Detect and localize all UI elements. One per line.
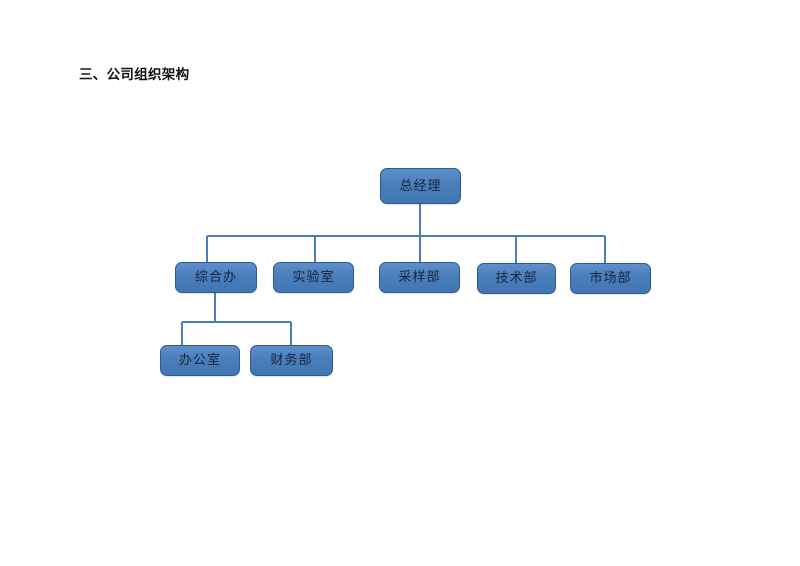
- org-node-label: 市场部: [589, 271, 632, 286]
- org-node-technical-dept[interactable]: 技术部: [477, 263, 556, 294]
- org-node-office[interactable]: 办公室: [160, 345, 240, 376]
- org-node-label: 技术部: [495, 271, 538, 286]
- org-node-label: 办公室: [178, 353, 221, 368]
- org-node-general-office[interactable]: 综合办: [175, 262, 257, 293]
- org-node-label: 财务部: [270, 353, 313, 368]
- org-node-label: 综合办: [194, 270, 237, 285]
- org-node-ceo[interactable]: 总经理: [380, 168, 461, 204]
- org-node-label: 采样部: [398, 270, 441, 285]
- org-node-laboratory[interactable]: 实验室: [273, 262, 354, 293]
- page-heading: 三、公司组织架构: [79, 67, 190, 83]
- org-node-finance-dept[interactable]: 财务部: [250, 345, 333, 376]
- org-node-sampling-dept[interactable]: 采样部: [379, 262, 460, 293]
- org-node-label: 实验室: [292, 270, 335, 285]
- org-node-label: 总经理: [399, 178, 442, 194]
- org-node-marketing-dept[interactable]: 市场部: [570, 263, 651, 294]
